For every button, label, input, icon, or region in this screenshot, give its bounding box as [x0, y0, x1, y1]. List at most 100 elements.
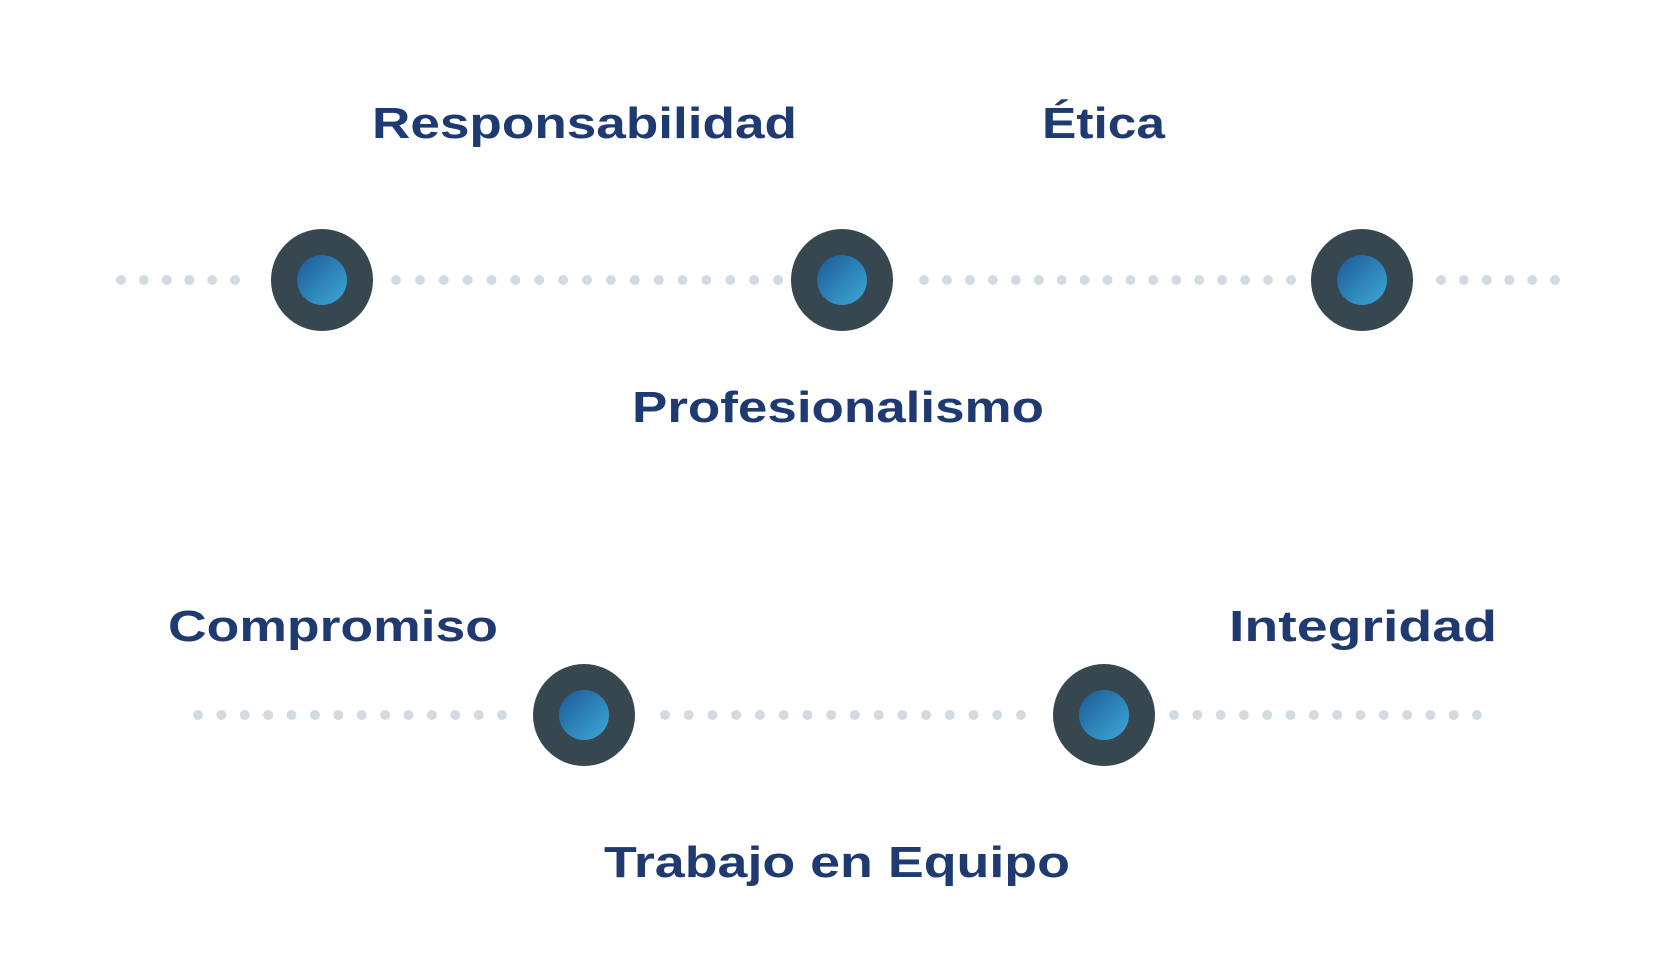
connector-dot [1425, 710, 1436, 720]
connector-dot [921, 710, 932, 720]
connector-dot [1240, 275, 1251, 285]
connector-dot [558, 275, 569, 285]
connector-dot [486, 275, 497, 285]
connector-dot [286, 710, 297, 720]
connector-dot [778, 710, 789, 720]
connector-dot [1217, 275, 1228, 285]
connector-dot [849, 710, 860, 720]
connector-dot [1332, 710, 1343, 720]
connector-dot [725, 275, 736, 285]
connector-dot [1016, 710, 1026, 720]
connector-dot [1458, 275, 1469, 285]
connector-dot [773, 275, 783, 285]
node-inner-dot [1337, 255, 1387, 305]
connector-dot [1215, 710, 1226, 720]
connector-dot [473, 710, 484, 720]
connector-dot [1010, 275, 1021, 285]
connector-dot [1169, 710, 1179, 720]
connector-dot [462, 275, 473, 285]
connector-dot [897, 710, 908, 720]
node-inner-dot [297, 255, 347, 305]
connector-dot [1378, 710, 1389, 720]
connector-dot [873, 710, 884, 720]
connector-dot [1238, 710, 1249, 720]
connector-dot [1285, 710, 1296, 720]
connector-dot [138, 275, 149, 285]
connector-dot [380, 710, 391, 720]
node-inner-dot [559, 690, 609, 740]
connector-dot [1148, 275, 1159, 285]
node-inner-dot [817, 255, 867, 305]
label-profesionalismo: Profesionalismo [632, 383, 1044, 432]
connector-dot [653, 275, 664, 285]
timeline-node [1053, 664, 1155, 766]
connector-dot [677, 275, 688, 285]
connector-dot [414, 275, 425, 285]
connector-dot [230, 275, 240, 285]
connector-dot [944, 710, 955, 720]
connector-dot [1402, 710, 1413, 720]
timeline-nodes [271, 229, 1413, 766]
label-compromiso: Compromiso [168, 602, 498, 651]
label-etica: Ética [1042, 98, 1166, 148]
connector-dot [660, 710, 670, 720]
connector-dot [403, 710, 414, 720]
connector-dot [826, 710, 837, 720]
connector-dot [987, 275, 998, 285]
timeline-node [533, 664, 635, 766]
label-trabajo-en-equipo: Trabajo en Equipo [604, 838, 1070, 887]
connector-dot [116, 275, 126, 285]
connector-dot [992, 710, 1003, 720]
connector-dot [1504, 275, 1515, 285]
connector-dot [1472, 710, 1482, 720]
connector-dot [1527, 275, 1538, 285]
connector-dot [216, 710, 227, 720]
label-responsabilidad: Responsabilidad [372, 99, 797, 148]
connector-dot [941, 275, 952, 285]
connector-dot [605, 275, 616, 285]
connector-dot [184, 275, 195, 285]
connector-dot [1355, 710, 1366, 720]
node-inner-dot [1079, 690, 1129, 740]
connector-dot [1436, 275, 1446, 285]
connector-dot [701, 275, 712, 285]
connector-dot [1125, 275, 1136, 285]
connector-dot [1262, 710, 1273, 720]
connector-dot [426, 710, 437, 720]
connector-dot [510, 275, 521, 285]
connector-dot [629, 275, 640, 285]
connector-dot [356, 710, 367, 720]
connector-dot [1286, 275, 1296, 285]
connector-dot [391, 275, 401, 285]
connector-dot [1194, 275, 1205, 285]
connector-dot [450, 710, 461, 720]
connector-dot [1308, 710, 1319, 720]
connector-dot [534, 275, 545, 285]
connector-dot [749, 275, 760, 285]
connector-dot [309, 710, 320, 720]
timeline-node [1311, 229, 1413, 331]
connector-dot [919, 275, 929, 285]
connector-dot [1079, 275, 1090, 285]
connector-dot [802, 710, 813, 720]
timeline-node [791, 229, 893, 331]
connector-dot [1263, 275, 1274, 285]
connector-dot [161, 275, 172, 285]
connector-dot [754, 710, 765, 720]
connector-dot [438, 275, 449, 285]
connector-dot [497, 710, 507, 720]
connector-dot [1550, 275, 1560, 285]
label-integridad: Integridad [1229, 602, 1497, 651]
connector-dot [263, 710, 274, 720]
connector-dot [683, 710, 694, 720]
dotted-connectors [116, 275, 1560, 720]
connector-dot [707, 710, 718, 720]
connector-dot [1102, 275, 1113, 285]
connector-dot [968, 710, 979, 720]
connector-dot [1192, 710, 1203, 720]
connector-dot [731, 710, 742, 720]
connector-dot [239, 710, 250, 720]
connector-dot [1481, 275, 1492, 285]
connector-dot [333, 710, 344, 720]
